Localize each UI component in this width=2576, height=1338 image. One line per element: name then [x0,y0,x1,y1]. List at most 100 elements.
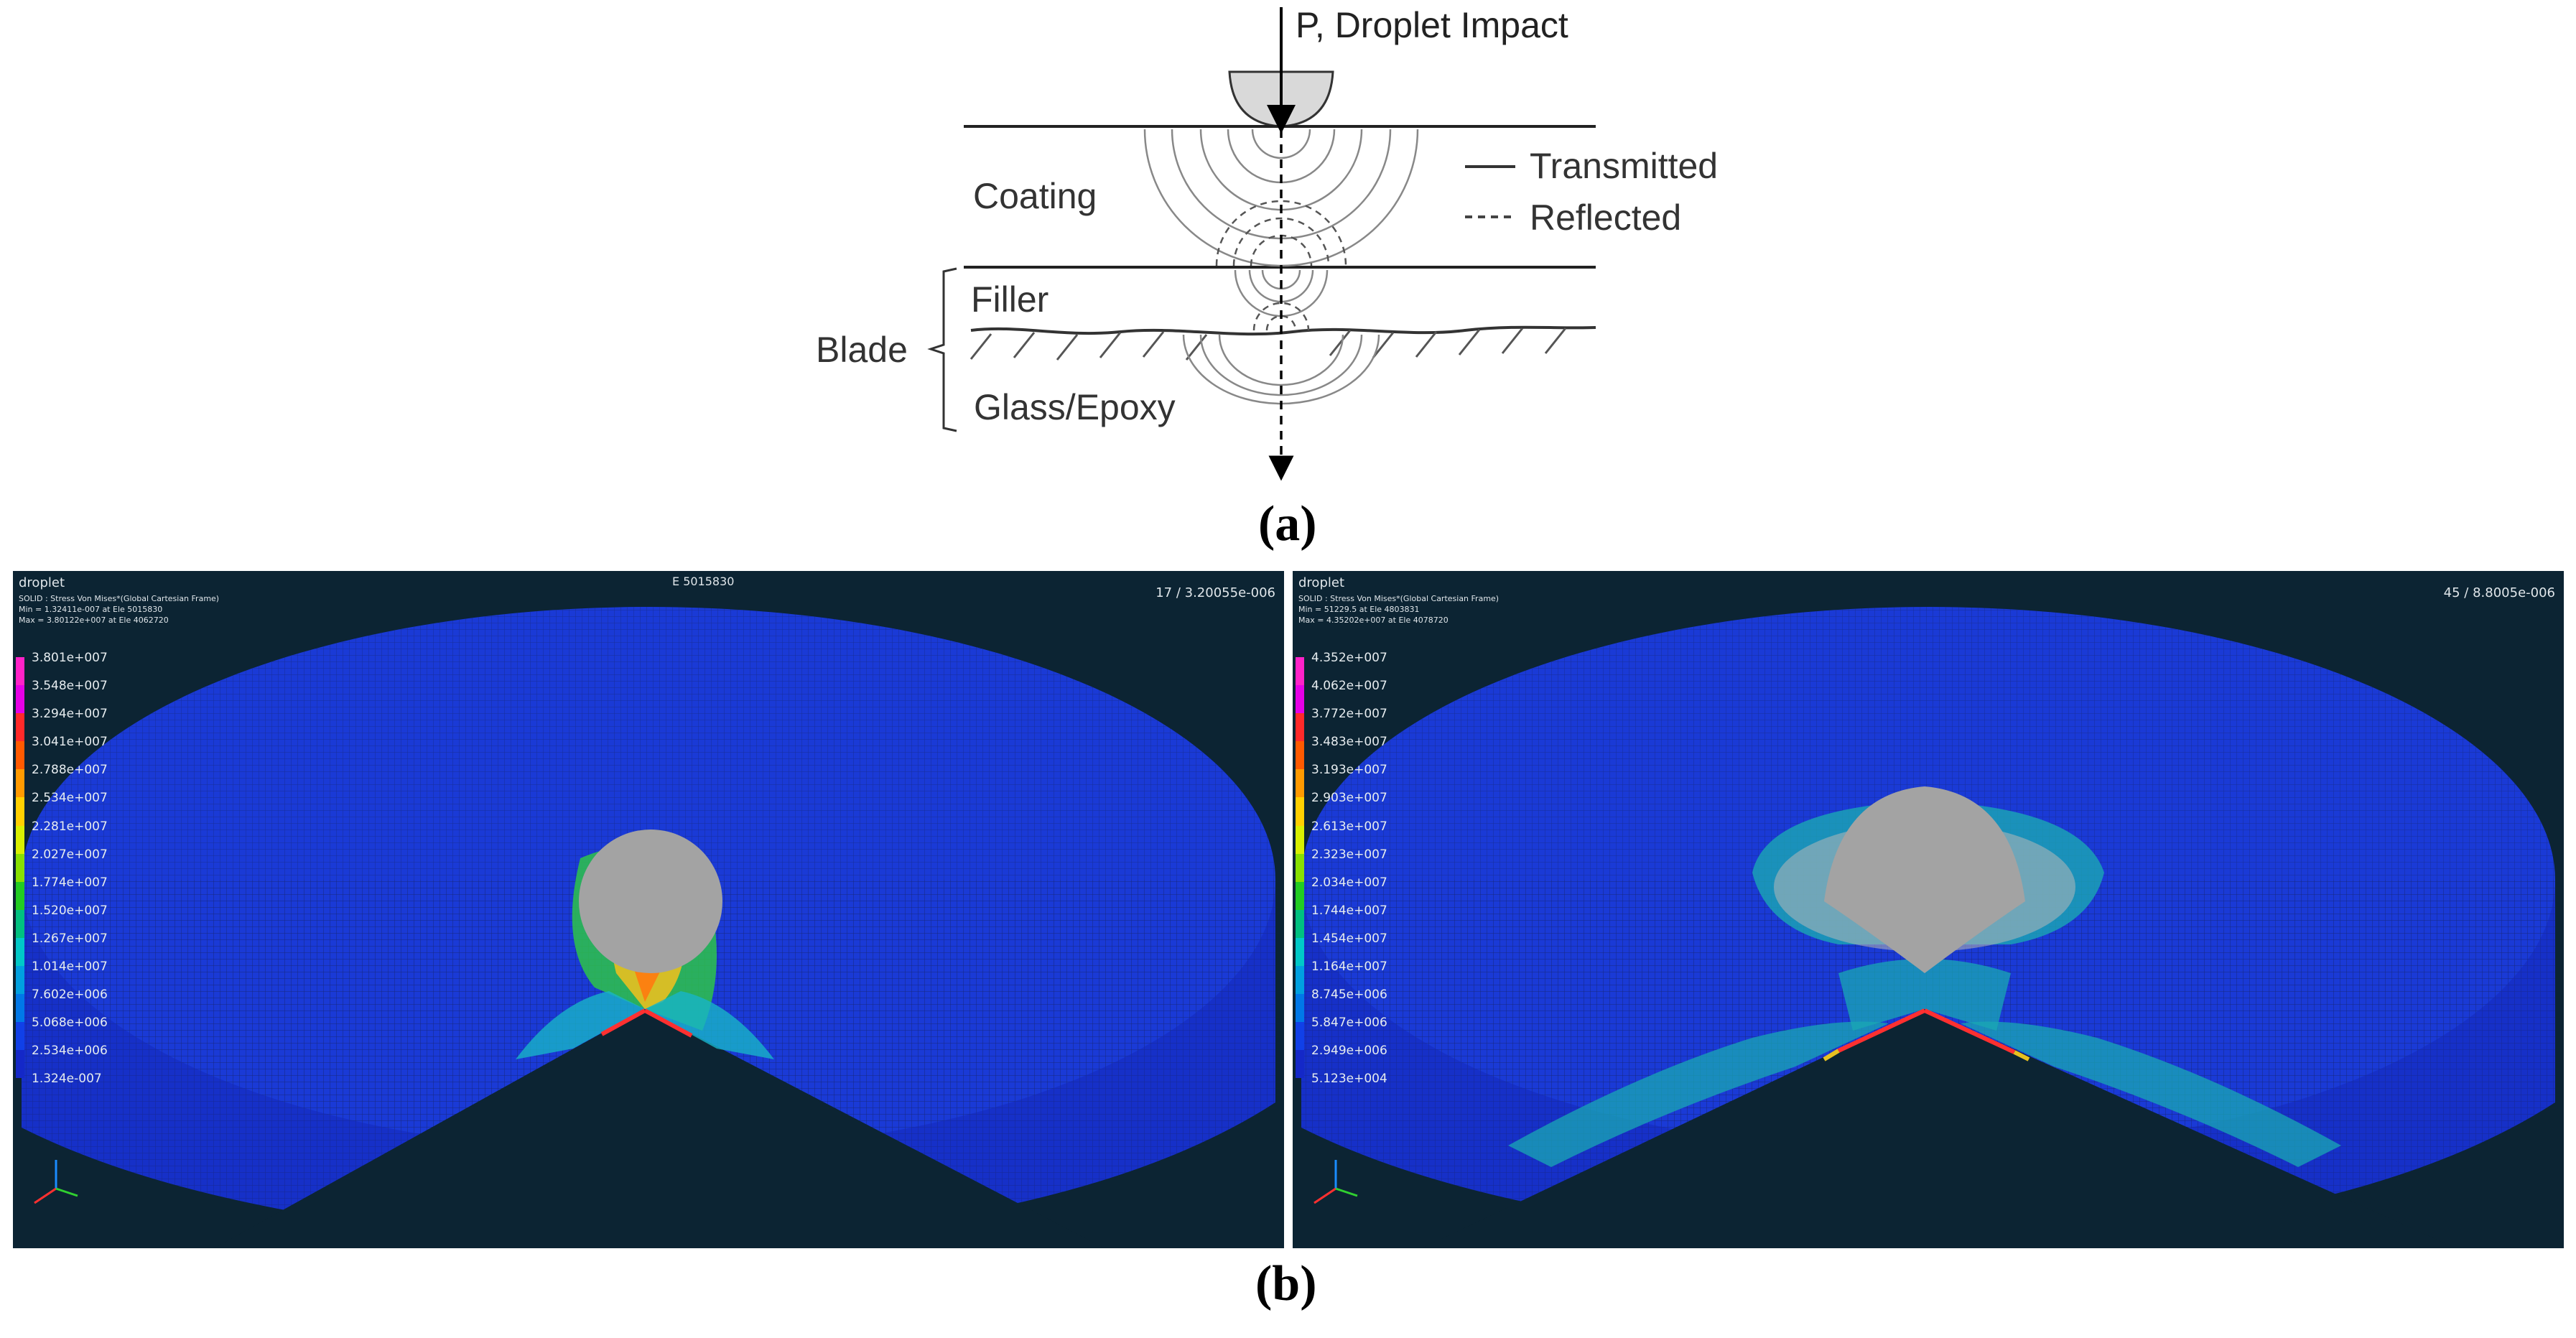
legend-swatch [16,853,24,882]
legend-value: 1.324e-007 [32,1072,102,1087]
fe-panel-right: droplet SOLID : Stress Von Mises*(Global… [1293,571,2564,1248]
legend-value: 2.613e+007 [1311,819,1387,834]
legend-value: 2.534e+007 [32,791,108,806]
legend-swatch [1296,881,1304,910]
legend-value: 8.745e+006 [1311,988,1387,1003]
fe-model-right [1301,607,2555,1248]
legend-value: 1.164e+007 [1311,960,1387,975]
legend-swatch [16,909,24,938]
legend-swatch [1296,966,1304,995]
legend-value: 3.548e+007 [32,679,108,694]
legend-transmitted-label: Transmitted [1530,146,1718,186]
legend-value: 2.281e+007 [32,819,108,834]
legend-value: 2.534e+006 [32,1044,108,1059]
panel-header-right: droplet SOLID : Stress Von Mises*(Global… [1298,575,1499,626]
legend-swatch [16,713,24,742]
legend-value: 3.772e+007 [1311,707,1387,722]
hatching [970,327,1567,361]
crack-edge-left-b [643,1008,693,1038]
blade-label: Blade [816,330,908,370]
legend-swatch [16,966,24,995]
legend-swatch [16,825,24,854]
legend-value: 2.323e+007 [1311,847,1387,862]
legend-swatch [1296,657,1304,686]
legend-value: 1.774e+007 [32,875,108,890]
legend-swatch [1296,1050,1304,1079]
legend-swatch [16,657,24,686]
model-name-right: droplet [1298,575,1345,590]
legend-swatch [1296,741,1304,770]
model-name-left: droplet [19,575,65,590]
legend-swatch [1296,1022,1304,1051]
legend-swatch [16,881,24,910]
min-value-left: Min = 1.32411e-007 at Ele 5015830 [19,605,163,614]
legend-value: 5.068e+006 [32,1016,108,1031]
droplet-sphere-left [579,830,722,973]
legend-value: 2.027e+007 [32,847,108,862]
glass-epoxy-label: Glass/Epoxy [974,387,1176,427]
legend-value: 2.903e+007 [1311,791,1387,806]
axis-triad-left [34,1160,78,1204]
legend-swatch [16,741,24,770]
legend-swatch [1296,937,1304,967]
coating-label: Coating [973,176,1097,216]
filler-interface-line [970,325,1596,336]
result-type-left: SOLID : Stress Von Mises*(Global Cartesi… [19,594,220,603]
legend-swatch [1296,713,1304,742]
caption-b: (b) [1255,1256,1317,1311]
filler-label: Filler [971,279,1048,320]
legend-swatch [16,797,24,826]
legend-value: 1.520e+007 [32,903,108,918]
legend-swatch [1296,825,1304,854]
legend-swatch [1296,685,1304,714]
legend-swatch [1296,769,1304,798]
legend-value: 2.034e+007 [1311,875,1387,890]
legend-value: 1.267e+007 [32,931,108,946]
legend-reflected-label: Reflected [1530,198,1681,238]
stress-arm-right-b [1961,1021,2341,1167]
blade-bracket [927,267,957,432]
legend-value: 7.602e+006 [32,988,108,1003]
crack-edge-left-a [600,1008,646,1036]
legend-value: 1.454e+007 [1311,931,1387,946]
legend-swatch [1296,909,1304,938]
max-value-right: Max = 4.35202e+007 at Ele 4078720 [1298,615,1449,625]
max-value-left: Max = 3.80122e+007 at Ele 4062720 [19,615,169,625]
schematic-diagram: P, Droplet Impact Coating Filler Blade G… [816,5,1718,481]
legend-swatch [1296,797,1304,826]
fe-panel-left: E 5015830 droplet SOLID : Stress Von Mis… [13,571,1284,1248]
cutout-left [214,1009,1105,1248]
caption-a: (a) [1258,496,1317,552]
legend-swatch [16,769,24,798]
legend-value: 3.193e+007 [1311,763,1387,778]
panel-header-left: droplet SOLID : Stress Von Mises*(Global… [19,575,219,626]
legend-swatch [16,994,24,1023]
legend-value: 4.352e+007 [1311,651,1387,665]
legend-value: 5.847e+006 [1311,1016,1387,1031]
legend-value: 2.949e+006 [1311,1044,1387,1059]
legend-value: 1.014e+007 [32,960,108,975]
legend-swatch [1296,994,1304,1023]
legend-swatch [16,685,24,714]
axis-triad-right [1313,1160,1358,1204]
legend-swatch [16,1050,24,1079]
legend-value: 2.788e+007 [32,763,108,778]
legend-value: 1.744e+007 [1311,903,1387,918]
legend-value: 3.294e+007 [32,707,108,722]
load-label: P, Droplet Impact [1296,5,1568,45]
fe-model-left: E 5015830 [22,575,1275,1248]
crack-edge-right-a [1837,1008,1926,1053]
frame-label-right: 45 / 8.8005e-006 [2443,585,2555,600]
droplet-sphere-right [1824,786,2025,973]
cutout-right [1422,1009,2456,1248]
legend-value: 3.801e+007 [32,651,108,665]
stress-arm-right-a [1508,1021,1889,1167]
legend-swatch [1296,853,1304,882]
legend-value: 5.123e+004 [1311,1072,1387,1087]
crack-edge-right-b [1923,1008,2016,1054]
legend-value: 3.041e+007 [32,735,108,750]
result-type-right: SOLID : Stress Von Mises*(Global Cartesi… [1298,594,1499,603]
min-value-right: Min = 51229.5 at Ele 4803831 [1298,605,1420,614]
legend-value: 4.062e+007 [1311,679,1387,694]
node-marker-left: E 5015830 [672,575,734,588]
